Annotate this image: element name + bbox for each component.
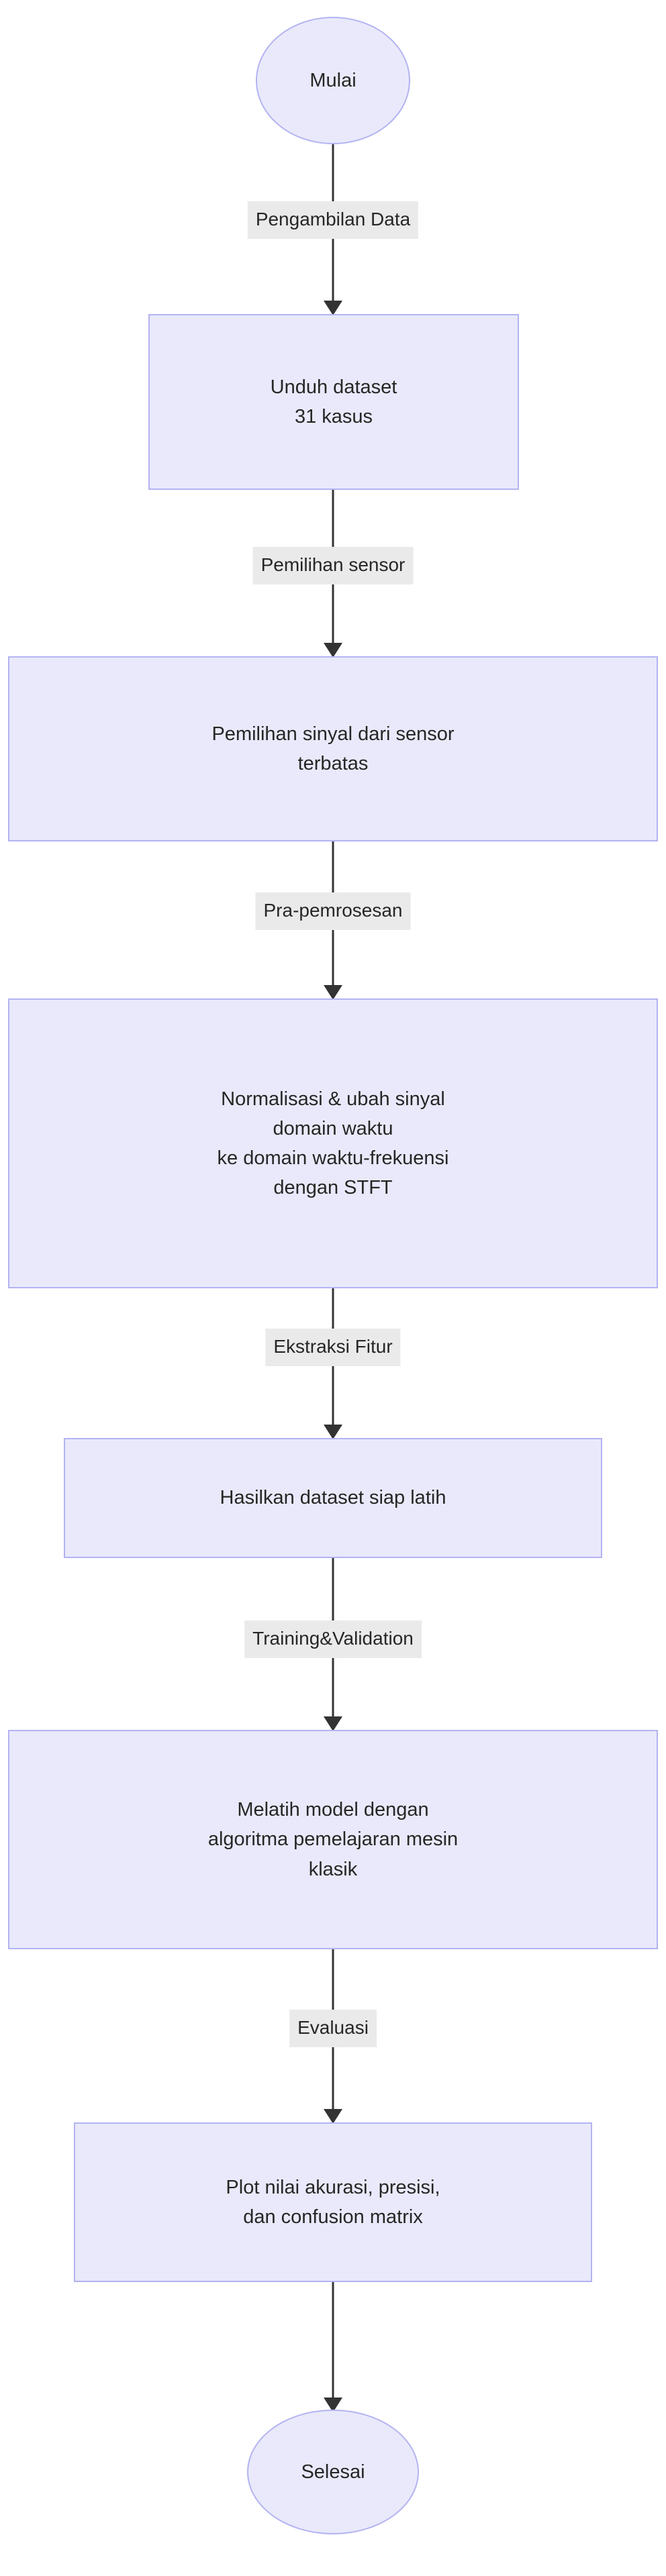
node-line: dan confusion matrix xyxy=(243,2206,423,2228)
node-line: dengan STFT xyxy=(273,1177,393,1199)
node-line: ke domain waktu-frekuensi xyxy=(217,1147,449,1169)
node-line: algoritma pemelajaran mesin xyxy=(207,1828,459,1851)
edge-label-pengambilan-data: Pengambilan Data xyxy=(247,201,419,239)
node-line: Unduh dataset xyxy=(270,376,397,398)
node-melatih-model-label: Melatih model dengan algoritma pemelajar… xyxy=(16,1795,650,1884)
node-melatih-model[interactable]: Melatih model dengan algoritma pemelajar… xyxy=(8,1730,658,1949)
node-line: klasik xyxy=(308,1858,358,1880)
node-line: Melatih model dengan xyxy=(237,1799,429,1821)
edge-label-text: Pemilihan sensor xyxy=(260,554,406,575)
node-mulai-label: Mulai xyxy=(310,69,356,91)
edge-label-pemilihan-sensor: Pemilihan sensor xyxy=(252,547,414,584)
node-selesai-label: Selesai xyxy=(301,2461,365,2483)
node-pemilihan-sinyal-label: Pemilihan sinyal dari sensor terbatas xyxy=(16,719,650,778)
edge-label-text: Pengambilan Data xyxy=(255,209,411,229)
node-line: domain waktu xyxy=(273,1117,393,1139)
node-line: terbatas xyxy=(297,753,369,774)
node-mulai[interactable]: Mulai xyxy=(256,17,410,144)
node-unduh-dataset[interactable]: Unduh dataset 31 kasus xyxy=(148,314,519,490)
edge-label-text: Pra-pemrosesan xyxy=(263,900,403,921)
node-plot-metrik[interactable]: Plot nilai akurasi, presisi, dan confusi… xyxy=(74,2122,592,2282)
node-plot-metrik-label: Plot nilai akurasi, presisi, dan confusi… xyxy=(82,2173,584,2232)
node-unduh-dataset-label: Unduh dataset 31 kasus xyxy=(156,372,511,431)
edge-label-text: Ekstraksi Fitur xyxy=(273,1336,393,1357)
edge-label-text: Training&Validation xyxy=(252,1628,414,1649)
node-normalisasi-stft-label: Normalisasi & ubah sinyal domain waktu k… xyxy=(16,1084,650,1202)
node-hasilkan-dataset-label: Hasilkan dataset siap latih xyxy=(72,1483,594,1512)
edge-label-text: Evaluasi xyxy=(297,2017,369,2038)
node-line: Hasilkan dataset siap latih xyxy=(220,1487,446,1509)
node-line: Pemilihan sinyal dari sensor xyxy=(211,723,455,745)
node-normalisasi-stft[interactable]: Normalisasi & ubah sinyal domain waktu k… xyxy=(8,998,658,1288)
node-line: 31 kasus xyxy=(294,406,373,427)
edge-label-evaluasi: Evaluasi xyxy=(289,2010,377,2047)
node-selesai[interactable]: Selesai xyxy=(247,2410,419,2534)
edge-label-pra-pemrosesan: Pra-pemrosesan xyxy=(255,892,411,930)
node-line: Normalisasi & ubah sinyal xyxy=(221,1088,445,1110)
node-hasilkan-dataset[interactable]: Hasilkan dataset siap latih xyxy=(64,1438,602,1558)
node-line: Plot nilai akurasi, presisi, xyxy=(226,2176,440,2198)
edge-label-training-validation: Training&Validation xyxy=(244,1620,422,1658)
node-pemilihan-sinyal[interactable]: Pemilihan sinyal dari sensor terbatas xyxy=(8,656,658,841)
connector-plot-to-selesai xyxy=(324,2281,342,2412)
edge-label-ekstraksi-fitur: Ekstraksi Fitur xyxy=(265,1329,401,1366)
